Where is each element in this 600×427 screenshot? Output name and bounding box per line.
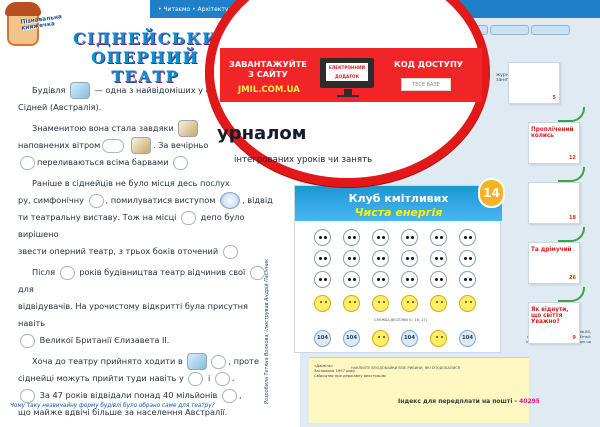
performance-icon: [220, 192, 241, 209]
monitor-base: [337, 95, 359, 97]
tab-3: [490, 25, 529, 35]
imprint-box: «Джміль» Засновано 1997 року Свідоцтво п…: [309, 357, 529, 423]
smile-sticker[interactable]: [430, 295, 447, 312]
panda-sticker[interactable]: [372, 250, 389, 267]
sydney-opera-icon: [70, 82, 90, 99]
panda-sticker[interactable]: [401, 271, 418, 288]
panda-sticker[interactable]: [401, 229, 418, 246]
path-arrow: [558, 227, 585, 242]
story-card[interactable]: 5: [508, 62, 560, 104]
panda-sticker[interactable]: [430, 250, 447, 267]
panda-sticker[interactable]: [314, 271, 331, 288]
story-card[interactable]: 18: [528, 182, 580, 224]
access-code-field[interactable]: ТЕСЕ ВАЗЕ: [401, 78, 451, 91]
number-sticker[interactable]: 104: [459, 330, 476, 347]
ship-icon: [130, 137, 151, 154]
club-subtitle: Чиста енергія: [354, 206, 443, 219]
site-link[interactable]: JMIL.COM.UA: [238, 85, 300, 95]
panda-sticker[interactable]: [459, 250, 476, 267]
magazine-word: урналом: [217, 123, 307, 144]
panda-sticker[interactable]: [314, 229, 331, 246]
panda-sticker[interactable]: [343, 250, 360, 267]
article-title: СІДНЕЙСЬКИЙ ОПЕРНИЙ ТЕАТР: [73, 29, 235, 86]
path-arrow: [558, 287, 585, 302]
panda-sticker[interactable]: [314, 250, 331, 267]
number-sticker[interactable]: 104: [314, 330, 331, 347]
access-code-label: КОД ДОСТУПУ: [394, 59, 464, 69]
panda-sticker[interactable]: [372, 229, 389, 246]
panda-sticker[interactable]: [343, 271, 360, 288]
clever-club: Клуб кмітливих Чиста енергія СЛУЖБА ВЕСЕ…: [294, 185, 502, 370]
panda-sticker[interactable]: [430, 271, 447, 288]
smile-sticker[interactable]: [430, 330, 447, 347]
smile-sticker[interactable]: [314, 295, 331, 312]
smile-sticker[interactable]: [372, 295, 389, 312]
sticker-grid: СЛУЖБА ВЕСЕЛКИ (с. 16, 17) 104 104 104 1…: [306, 225, 493, 370]
panda-sticker[interactable]: [459, 271, 476, 288]
monitor-stand: [344, 89, 352, 95]
smile-sticker[interactable]: [372, 330, 389, 347]
sticker-instruction: НАКЛЕЙТЕ ВПОДОБАЙКИ ВІЗЕ-РИБИНИ, ЯКІ СПО…: [351, 366, 461, 370]
panda-sticker[interactable]: [430, 229, 447, 246]
smile-sticker[interactable]: [401, 295, 418, 312]
sail-icon: [178, 120, 199, 137]
magazine-logo: Пізнавальна книжечка: [4, 2, 62, 50]
lesson-subtitle: інтегрованих уроків чи занять: [234, 155, 373, 165]
tab-4: [531, 25, 570, 35]
vertical-credit: Розробила Тетяна Волкова; ілюстрував Анд…: [264, 258, 270, 404]
panda-sticker[interactable]: [372, 271, 389, 288]
subscription-index: Індекс для передплати на пошті - 40295: [398, 398, 540, 405]
smile-sticker[interactable]: [343, 295, 360, 312]
imprint-line: Свідоцтво про державну реєстрацію: [314, 374, 386, 378]
question-text: Чому таку незвичайну форму будівлі було …: [10, 403, 215, 409]
smile-sticker[interactable]: [459, 295, 476, 312]
club-title: Клуб кмітливих: [295, 186, 502, 221]
path-arrow: [558, 107, 585, 122]
panda-sticker[interactable]: [401, 250, 418, 267]
panda-sticker[interactable]: [343, 229, 360, 246]
panda-sticker[interactable]: [459, 229, 476, 246]
sticker-label: СЛУЖБА ВЕСЕЛКИ (с. 16, 17): [374, 318, 428, 322]
number-sticker[interactable]: 104: [343, 330, 360, 347]
boy-hair: [5, 2, 41, 16]
costume-icon: [187, 353, 208, 370]
path-arrow: [558, 167, 585, 182]
imprint-line: «Джміль»: [314, 364, 334, 368]
story-card[interactable]: Як віднути, що свіття Уважно?9: [528, 302, 580, 344]
number-sticker[interactable]: 104: [401, 330, 418, 347]
imprint-line: Засновано 1997 року: [314, 369, 356, 373]
page-number-badge: 14: [478, 178, 505, 208]
